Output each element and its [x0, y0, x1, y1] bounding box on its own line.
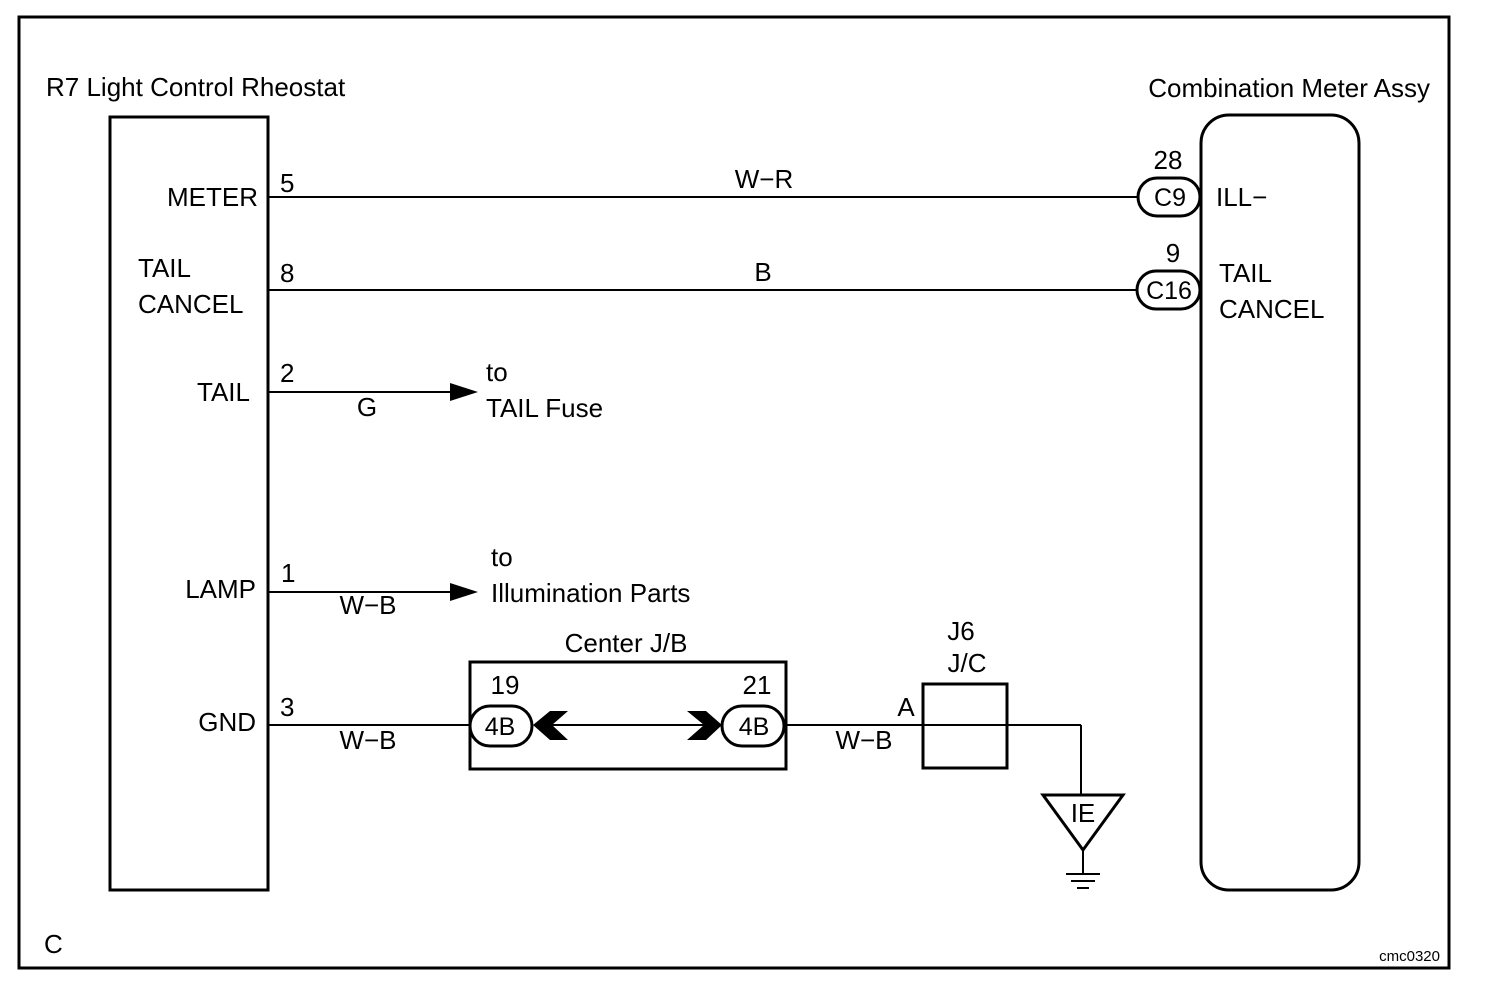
pin-number-tail: 2 [280, 358, 294, 388]
rheostat-title: R7 Light Control Rheostat [46, 72, 346, 102]
pin-label-meter: METER [167, 182, 258, 212]
connector-c9 [1136, 176, 1202, 218]
pin-number-lamp: 1 [281, 558, 295, 588]
meter-box [1199, 113, 1361, 892]
connector-number-28: 28 [1154, 145, 1183, 175]
dest-tail-fuse-1: to [486, 357, 508, 387]
pin-number-gnd: 3 [280, 692, 294, 722]
corner-letter: C [44, 929, 63, 959]
dest-illumination-1: to [491, 542, 513, 572]
ground-ie-triangle [1040, 793, 1126, 853]
jb-connector-number-19: 19 [491, 670, 520, 700]
pin-label-tail-cancel-2: CANCEL [138, 289, 243, 319]
wire-color-lamp-wb: W−B [339, 590, 396, 620]
pin-number-meter: 5 [280, 168, 294, 198]
wire-color-jb-wb: W−B [835, 725, 892, 755]
jb-connector-right-4b [720, 704, 786, 748]
jb-connector-left-4b [468, 704, 534, 748]
wire-color-g: G [357, 392, 377, 422]
meter-title: Combination Meter Assy [1148, 73, 1430, 103]
center-jb-box [468, 660, 788, 771]
wire-color-gnd-wb: W−B [339, 725, 396, 755]
jb-chevron-left [533, 711, 568, 740]
dest-tail-fuse-2: TAIL Fuse [486, 393, 603, 423]
meter-pin-label-tail-cancel-2: CANCEL [1219, 294, 1324, 324]
rheostat-box [108, 115, 270, 892]
arrow-to-tail-fuse [450, 383, 478, 401]
pin-label-tail-cancel-1: TAIL [138, 253, 191, 283]
arrow-to-illumination [450, 583, 478, 601]
pin-number-tail-cancel: 8 [280, 258, 294, 288]
jc-title-1: J6 [947, 616, 974, 646]
pin-label-lamp: LAMP [185, 574, 256, 604]
connector-label-c16: C16 [1146, 277, 1192, 305]
meter-pin-label-tail-cancel-1: TAIL [1219, 258, 1272, 288]
figure-code: cmc0320 [1379, 948, 1440, 965]
connector-number-9: 9 [1166, 238, 1180, 268]
pin-label-tail: TAIL [197, 377, 250, 407]
pin-label-gnd: GND [198, 707, 256, 737]
connector-c16 [1135, 269, 1202, 311]
wire-color-b: B [754, 257, 771, 287]
diagram-frame [17, 15, 1451, 970]
jb-connector-left-label: 4B [485, 713, 516, 741]
center-jb-title: Center J/B [565, 628, 688, 658]
jc-terminal-a: A [897, 692, 915, 722]
jb-chevron-right [687, 711, 722, 740]
ground-ie-label: IE [1071, 798, 1096, 828]
jb-connector-number-21: 21 [743, 670, 772, 700]
pin-label-ill: ILL− [1216, 182, 1267, 212]
jc-title-2: J/C [948, 648, 987, 678]
wire-color-wr: W−R [735, 164, 794, 194]
jb-connector-right-label: 4B [739, 713, 770, 741]
connector-label-c9: C9 [1154, 184, 1186, 212]
dest-illumination-2: Illumination Parts [491, 578, 690, 608]
